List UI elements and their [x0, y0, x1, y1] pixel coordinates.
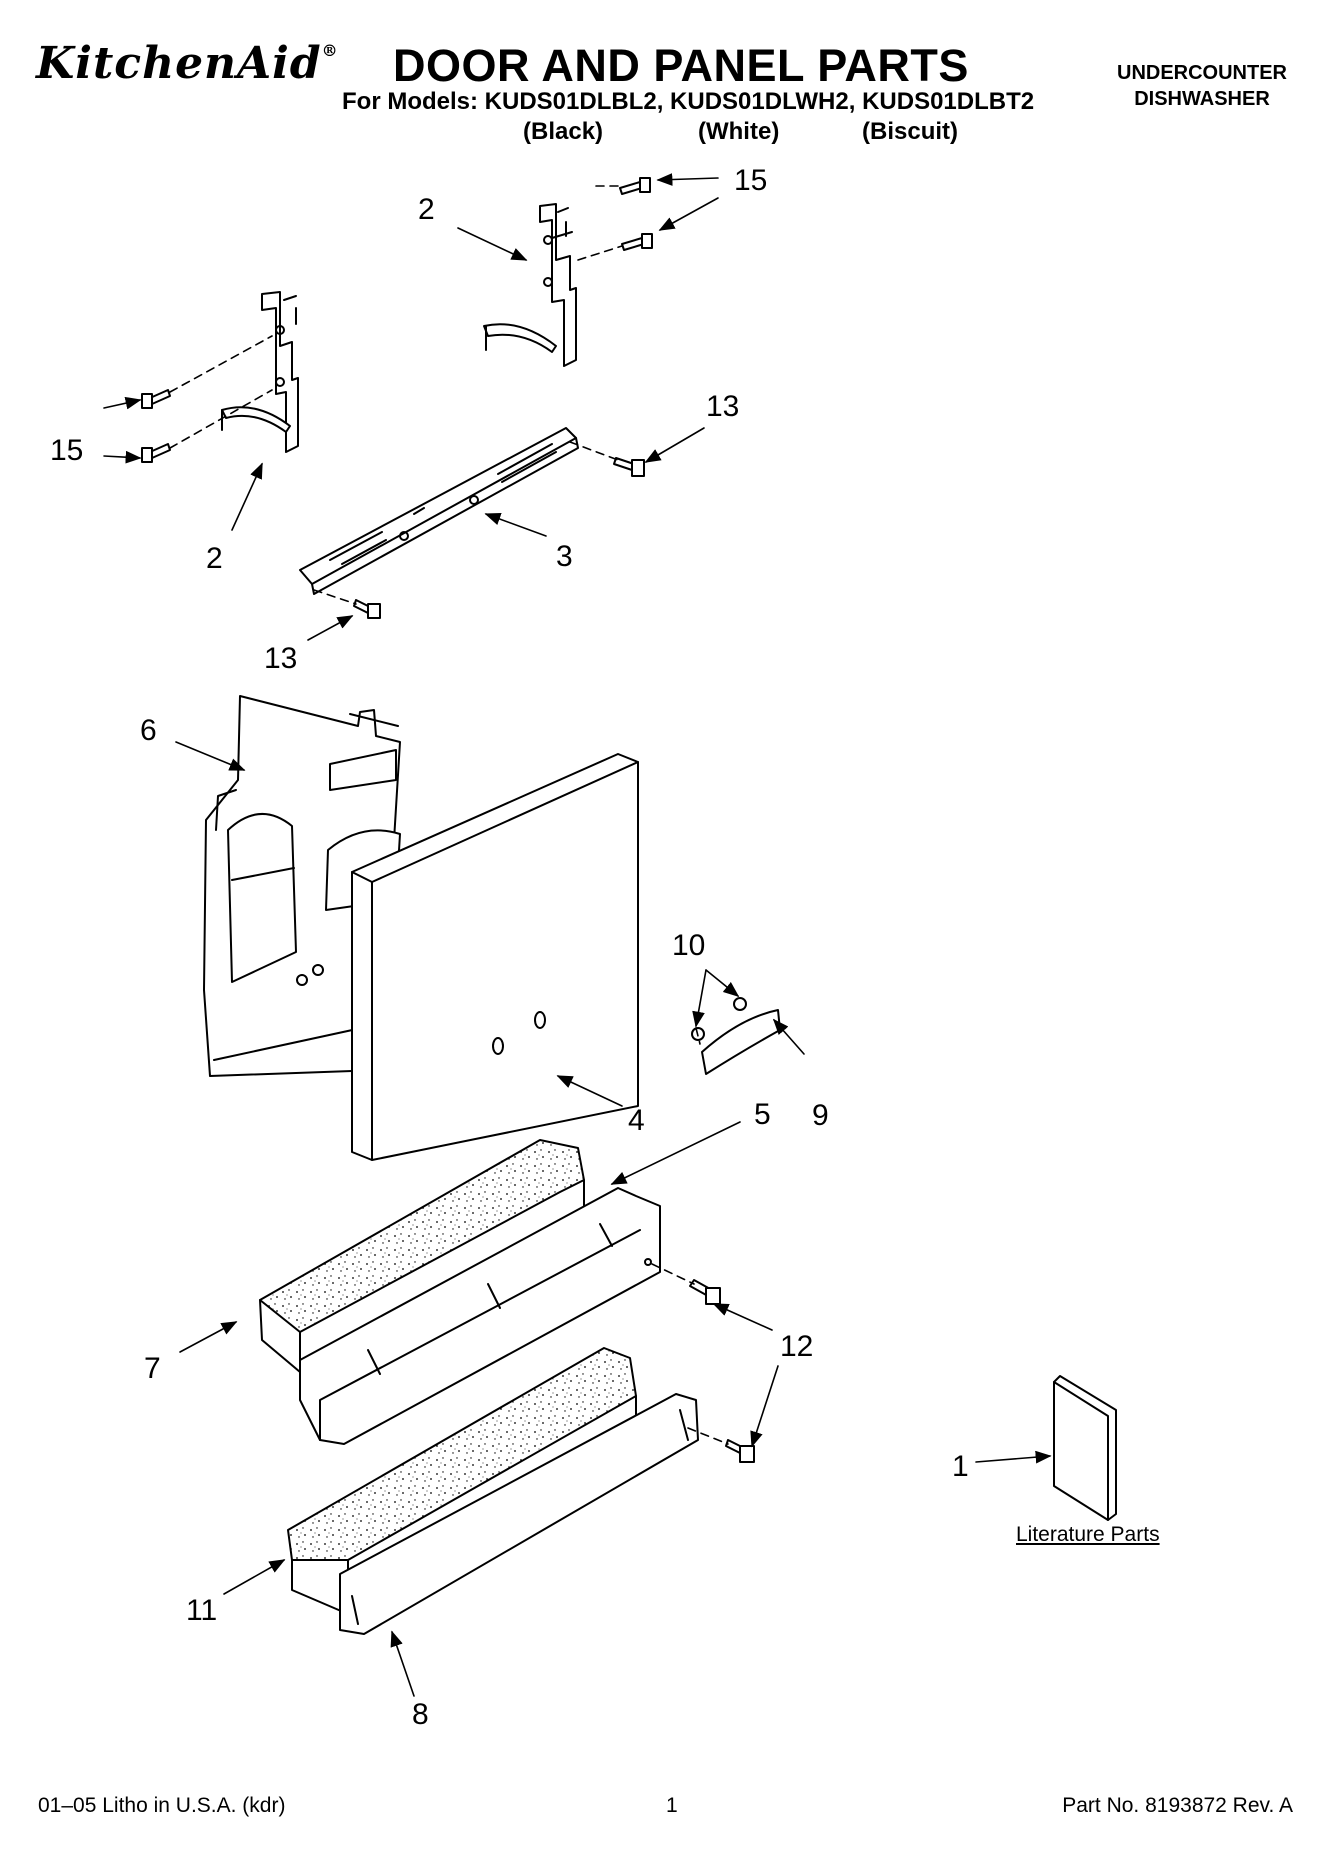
- footer-page-number: 1: [666, 1794, 678, 1817]
- callout-12: 12: [780, 1330, 814, 1363]
- alignment-lines: [169, 185, 729, 1445]
- panel-rail: [299, 427, 579, 595]
- outer-door-panel: [351, 753, 639, 1161]
- support-channel: [299, 1187, 661, 1445]
- hinge-bracket-right: [483, 203, 577, 367]
- variant-white: (White): [698, 118, 780, 145]
- callout-13-bottom: 13: [264, 642, 298, 675]
- callout-11: 11: [186, 1594, 218, 1627]
- callout-8: 8: [412, 1698, 429, 1731]
- brand-logo: KitchenAid®: [36, 38, 339, 89]
- nut-10-b: [733, 997, 747, 1011]
- page-title: DOOR AND PANEL PARTS: [393, 40, 969, 91]
- screw-15-left-b: [141, 443, 171, 463]
- callout-3: 3: [556, 540, 573, 573]
- callout-5: 5: [754, 1098, 771, 1131]
- kick-plate: [339, 1393, 699, 1635]
- callout-1: 1: [952, 1450, 969, 1483]
- callout-10: 10: [672, 929, 706, 962]
- screw-13-right: [613, 457, 645, 477]
- hinge-bracket-left: [221, 291, 299, 453]
- product-line-1: UNDERCOUNTER: [1117, 62, 1287, 84]
- footer-litho: 01–05 Litho in U.S.A. (kdr): [38, 1794, 286, 1817]
- variant-black: (Black): [523, 118, 604, 145]
- product-line-2: DISHWASHER: [1134, 88, 1270, 110]
- callout-7: 7: [144, 1352, 161, 1385]
- callout-15-left: 15: [50, 434, 84, 467]
- screw-15-top-b: [621, 233, 653, 251]
- registered-mark: ®: [321, 41, 339, 60]
- screw-13-bottom: [353, 599, 381, 619]
- door-handle: [701, 1009, 781, 1075]
- screw-12-lower: [725, 1439, 755, 1463]
- literature-parts-label: Literature Parts: [1016, 1523, 1160, 1546]
- callout-4: 4: [628, 1104, 645, 1137]
- literature-booklet: [1053, 1375, 1117, 1521]
- callout-15-top: 15: [734, 164, 768, 197]
- brand-name: KitchenAid: [36, 38, 322, 89]
- product-type: UNDERCOUNTER DISHWASHER: [1117, 60, 1287, 112]
- callout-2-top: 2: [418, 193, 435, 226]
- footer-part-number: Part No. 8193872 Rev. A: [1062, 1794, 1293, 1817]
- screw-12-upper: [689, 1279, 721, 1305]
- callout-9: 9: [812, 1099, 829, 1132]
- callout-arrows: [103, 173, 1052, 1697]
- screw-15-left-a: [141, 389, 171, 409]
- callout-2-left: 2: [206, 542, 223, 575]
- models-line: For Models: KUDS01DLBL2, KUDS01DLWH2, KU…: [342, 88, 1035, 115]
- callout-6: 6: [140, 714, 157, 747]
- screw-15-top-a: [619, 177, 651, 195]
- variant-biscuit: (Biscuit): [862, 118, 958, 145]
- callout-13-right: 13: [706, 390, 740, 423]
